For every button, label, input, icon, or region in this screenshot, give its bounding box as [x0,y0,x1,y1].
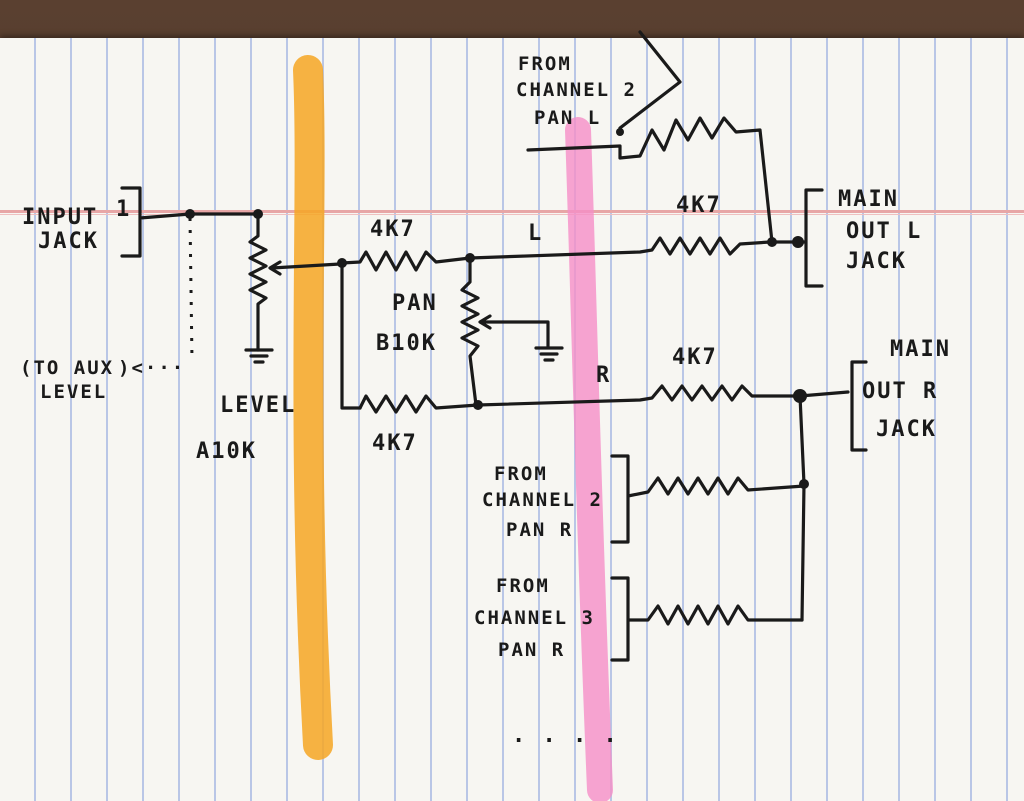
from-ch2-r-label-line2: CHANNEL 2 [482,489,603,511]
from-ch3-r-label-line3: PAN R [498,639,565,661]
from-ch2-pan-l-arrow [618,30,682,130]
junction-dot [185,209,195,219]
main-out-r-label-line2: OUT R [862,379,938,404]
ground-symbol [244,348,274,364]
pan-label-line2: B10K [376,331,437,356]
orange-highlighter-stroke [293,55,333,760]
input-jack-symbol [120,186,260,258]
from-ch2-r-label-line3: PAN R [506,519,573,541]
main-out-r-label-line1: MAIN [890,337,951,362]
r-vertical-bus [798,394,806,622]
ground-symbol [534,346,564,362]
pan-wiper [478,314,550,348]
from-ch2-pan-r-wire [610,454,806,544]
pan-label-line1: PAN [392,291,438,316]
from-ch2-l-label-line2: CHANNEL 2 [516,79,637,101]
resistor-bottom [358,394,480,414]
to-aux-label-line2: LEVEL [40,381,107,403]
from-ch3-pan-r-wire [610,576,804,662]
paper-margin-line-secondary [0,214,1024,215]
from-ch2-r-label-line1: FROM [494,463,548,485]
main-out-r-label-line3: JACK [876,417,937,442]
to-aux-label-line1: (TO AUX [20,357,114,379]
main-out-r-jack-symbol [850,360,868,452]
l-bus-wire [468,236,800,260]
r-bus-wire [476,384,850,407]
resistor-top [340,250,472,272]
level-label-line1: LEVEL [220,393,296,418]
main-out-l-label-line3: JACK [846,249,907,274]
input-jack-label-line1: INPUT [22,205,98,230]
from-ch2-l-label-line1: FROM [518,53,572,75]
to-aux-arrow: )<··· [118,357,185,379]
from-ch2-pan-l-wire [526,116,774,244]
main-out-l-label-line1: MAIN [838,187,899,212]
continuation-ellipsis: . . . . [512,723,619,748]
net-l-label: L [528,221,543,246]
left-bus-wire [340,261,362,410]
pink-highlighter-stroke [565,117,613,801]
from-ch3-r-label-line2: CHANNEL 3 [474,607,595,629]
resistor-top-label: 4K7 [370,217,416,242]
level-wiper [268,260,342,276]
junction-dot [616,128,624,136]
level-label-line2: A10K [196,439,257,464]
resistor-main-l-label: 4K7 [676,193,722,218]
pan-potentiometer [460,256,480,407]
input-jack-label-line2: JACK [38,229,99,254]
aux-dotted-line [188,217,194,361]
level-potentiometer [248,212,268,352]
from-ch2-l-label-line3: PAN L [534,107,601,129]
paper-margin-line [0,210,1024,213]
input-pin-label: 1 [116,197,131,222]
main-out-l-label-line2: OUT L [846,219,922,244]
resistor-bottom-label: 4K7 [372,431,418,456]
main-out-l-jack-symbol [796,188,824,288]
from-ch3-r-label-line1: FROM [496,575,550,597]
net-r-label: R [596,363,611,388]
resistor-main-r-label: 4K7 [672,345,718,370]
